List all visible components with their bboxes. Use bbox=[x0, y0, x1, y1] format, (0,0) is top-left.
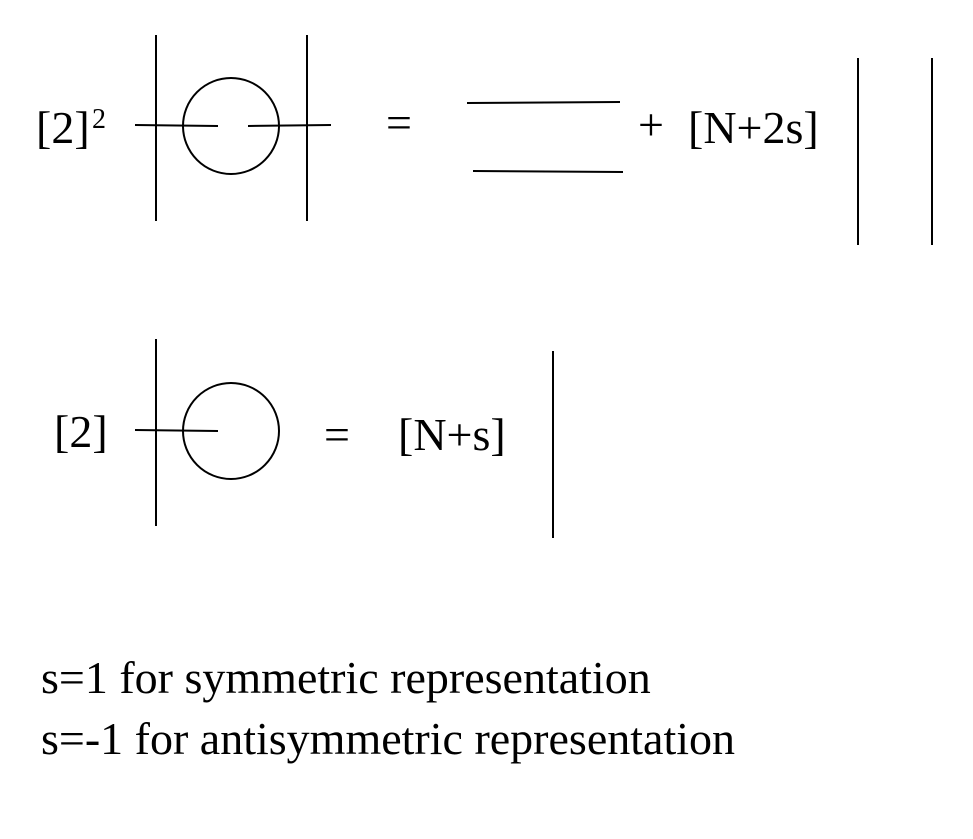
eq1-top-horizontal-strand bbox=[466, 101, 621, 104]
eq1-right-connector bbox=[247, 124, 332, 127]
eq1-coefficient: [2] bbox=[36, 102, 90, 153]
eq1-exponent: 2 bbox=[92, 104, 106, 135]
notes: s=1 for symmetric representation s=-1 fo… bbox=[41, 652, 735, 764]
eq1-lhs-loop-diagram bbox=[134, 35, 332, 221]
equation-2: [2] = [N+s] bbox=[54, 339, 554, 538]
eq1-rhs-vertical-strands bbox=[857, 58, 933, 245]
eq1-bottom-horizontal-strand bbox=[472, 170, 624, 173]
eq2-equals-sign: = bbox=[324, 409, 350, 460]
eq2-coefficient: [2] bbox=[54, 406, 108, 457]
note-symmetric: s=1 for symmetric representation bbox=[41, 652, 651, 703]
equation-1: [2] 2 = + [N+2s] bbox=[36, 35, 933, 245]
eq1-term-coefficient: [N+2s] bbox=[688, 102, 819, 153]
eq2-connector bbox=[134, 429, 219, 432]
eq2-term-coefficient: [N+s] bbox=[398, 409, 506, 460]
note-antisymmetric: s=-1 for antisymmetric representation bbox=[41, 713, 735, 764]
eq1-equals-sign: = bbox=[386, 97, 412, 148]
eq2-lhs-loop-diagram bbox=[134, 339, 280, 526]
eq1-rhs-horizontal-strands bbox=[466, 101, 624, 173]
eq1-left-connector bbox=[134, 124, 219, 127]
eq1-plus-sign: + bbox=[638, 99, 664, 150]
